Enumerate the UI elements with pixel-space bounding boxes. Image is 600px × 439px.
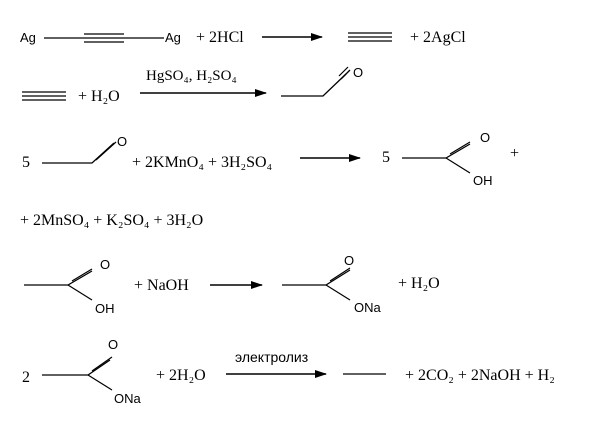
atom-ag-right: Ag [165, 30, 181, 45]
reaction-4: O OH + NaOH O ONa + H₂O [24, 253, 440, 316]
reaction-3: 5 O + 2KMnO₄ + 3H₂SO₄ 5 O OH + + 2MnSO₄ … [20, 130, 519, 229]
product-2agcl: + 2AgCl [410, 29, 466, 46]
acetic-acid-structure: O OH [24, 257, 115, 316]
atom-o-aldehyde: O [117, 134, 127, 149]
acetaldehyde-structure: O [281, 65, 363, 97]
reaction-5: 2 O ONa + 2H₂O электролиз + 2CO₂ + 2NaOH… [22, 337, 555, 406]
conditions-hgso4-h2so4: HgSO₄, H₂SO₄ [146, 68, 237, 84]
atom-o-carbonyl: O [344, 253, 354, 268]
acetic-acid-structure: O OH [402, 130, 493, 188]
reaction-2: + H₂O HgSO₄, H₂SO₄ O [22, 65, 363, 105]
atom-o-acetaldehyde: O [353, 65, 363, 80]
products-co2-naoh-h2: + 2CO₂ + 2NaOH + H₂ [405, 367, 555, 384]
atom-ona: ONa [114, 391, 142, 406]
atom-o-carbonyl: O [100, 257, 110, 272]
atom-oh: OH [473, 173, 493, 188]
coefficient-5-right: 5 [382, 149, 390, 166]
acetylene-triple-bond [348, 32, 392, 42]
acetylene-triple-bond [22, 91, 66, 101]
sodium-acetate-structure: O ONa [282, 253, 382, 315]
reagent-h2o: + H₂O [78, 88, 120, 105]
reaction-1: Ag Ag + 2HCl + 2AgCl [20, 29, 466, 46]
atom-oh: OH [95, 301, 115, 316]
acetaldehyde-structure: O [42, 134, 127, 164]
atom-o-carbonyl: O [108, 337, 118, 352]
plus-continuation: + [510, 145, 519, 162]
coefficient-2: 2 [22, 369, 30, 386]
atom-ag-left: Ag [20, 30, 36, 45]
reagents-kmno4-h2so4: + 2KMnO₄ + 3H₂SO₄ [132, 154, 273, 171]
atom-o-carbonyl: O [480, 130, 490, 145]
conditions-electrolysis: электролиз [235, 349, 308, 365]
reagent-2hcl: + 2HCl [196, 29, 244, 46]
reagent-2h2o: + 2H₂O [156, 367, 206, 384]
reagent-naoh: + NaOH [134, 277, 189, 294]
sodium-acetate-structure: O ONa [42, 337, 142, 406]
atom-ona: ONa [354, 300, 382, 315]
byproducts-mnso4-k2so4-h2o: + 2MnSO₄ + K₂SO₄ + 3H₂O [20, 212, 203, 229]
product-h2o: + H₂O [398, 275, 440, 292]
silver-acetylide-triple-bond [44, 33, 164, 43]
coefficient-5-left: 5 [22, 154, 30, 171]
